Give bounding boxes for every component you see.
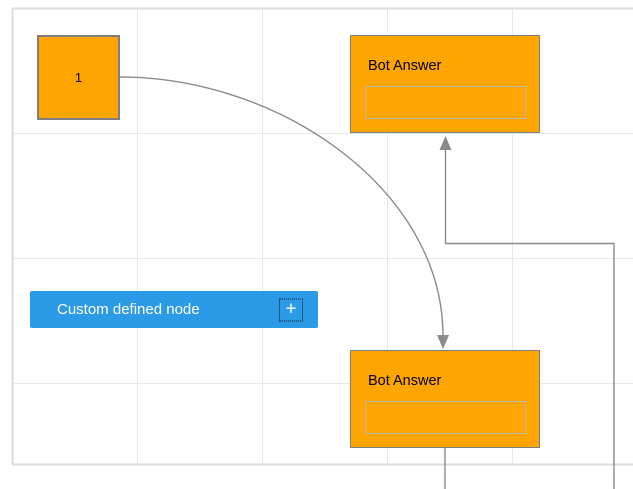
page-border [11,7,633,466]
arrowhead-up-icon [439,136,452,150]
bot-answer-top-label: Bot Answer [368,58,442,74]
bot-answer-bottom-field[interactable] [365,401,526,434]
bot-answer-node-bottom[interactable]: Bot Answer [350,350,540,448]
bot-answer-bottom-label: Bot Answer [368,373,442,389]
bezier-connector[interactable] [119,76,449,349]
node-1[interactable]: 1 [37,35,120,120]
custom-node-label: Custom defined node [57,301,200,318]
node-1-label: 1 [74,70,83,85]
bot-answer-top-field[interactable] [365,86,526,119]
arrowhead-down-icon [437,335,449,349]
orthogonal-connector[interactable] [439,136,615,489]
custom-defined-node[interactable]: Custom defined node + [30,291,318,328]
plus-icon: + [285,298,297,319]
bot-answer-node-top[interactable]: Bot Answer [350,35,540,133]
add-node-button[interactable]: + [279,298,303,321]
